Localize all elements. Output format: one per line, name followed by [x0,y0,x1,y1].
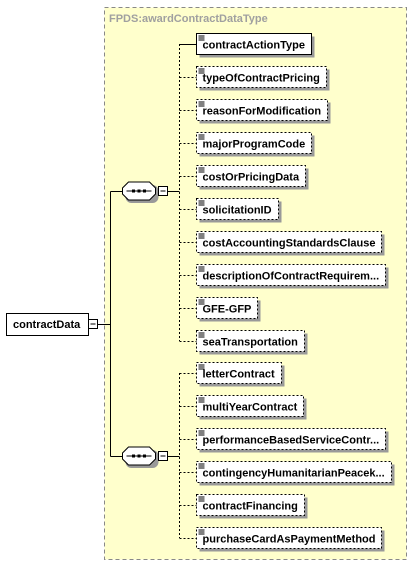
element-content-icon [198,397,205,403]
element-label: contingencyHumanitarianPeacek... [203,468,385,480]
element-content-icon [198,101,205,107]
element-label: descriptionOfContractRequirem... [203,271,380,283]
element-content-icon [198,332,205,338]
element-content-icon [198,529,205,535]
element-content-icon [198,463,205,469]
schema-element[interactable]: reasonForModification [179,99,331,124]
schema-element[interactable]: costOrPricingData [179,165,309,190]
schema-element[interactable]: costAccountingStandardsClause [179,231,385,256]
element-content-icon [198,167,205,173]
element-content-icon [198,496,205,502]
element-content-icon [198,200,205,206]
element-label: typeOfContractPricing [203,73,320,85]
element-label: seaTransportation [203,337,299,349]
element-label: purchaseCardAsPaymentMethod [203,534,376,546]
root-element[interactable]: contractData [6,313,98,336]
element-label: contractFinancing [203,501,298,513]
element-content-icon [198,35,205,41]
schema-element[interactable]: seaTransportation [179,330,308,355]
root-element-label: contractData [13,319,81,331]
element-label: contractActionType [203,40,305,52]
element-label: costOrPricingData [203,172,300,184]
schema-element[interactable]: purchaseCardAsPaymentMethod [179,527,385,552]
element-content-icon [198,68,205,74]
schema-element[interactable]: letterContract [179,362,285,387]
schema-element[interactable]: majorProgramCode [179,132,315,157]
sequence-group-1: contractActionType typeOfContractPricing r… [122,33,389,355]
element-label: costAccountingStandardsClause [203,238,376,250]
element-label: GFE-GFP [203,304,252,316]
element-label: letterContract [203,369,275,381]
element-content-icon [198,134,205,140]
schema-element[interactable]: contractActionType [179,33,315,58]
schema-element[interactable]: contingencyHumanitarianPeacek... [179,461,395,486]
element-content-icon [198,299,205,305]
schema-element[interactable]: GFE-GFP [179,297,261,322]
complex-type-title: FPDS:awardContractDataType [109,13,268,25]
sequence-group-2: letterContract multiYearContract performan… [122,362,395,552]
schema-element[interactable]: performanceBasedServiceContr... [179,428,389,453]
schema-element[interactable]: contractFinancing [179,494,308,519]
element-label: solicitationID [203,205,272,217]
element-label: multiYearContract [203,402,298,414]
schema-element[interactable]: solicitationID [179,198,282,223]
schema-element[interactable]: typeOfContractPricing [179,66,330,91]
schema-element[interactable]: multiYearContract [179,395,307,420]
element-content-icon [198,364,205,370]
element-label: majorProgramCode [203,139,306,151]
element-content-icon [198,233,205,239]
element-label: performanceBasedServiceContr... [203,435,380,447]
element-content-icon [198,266,205,272]
schema-element[interactable]: descriptionOfContractRequirem... [179,264,389,289]
element-content-icon [198,430,205,436]
element-label: reasonForModification [203,106,322,118]
